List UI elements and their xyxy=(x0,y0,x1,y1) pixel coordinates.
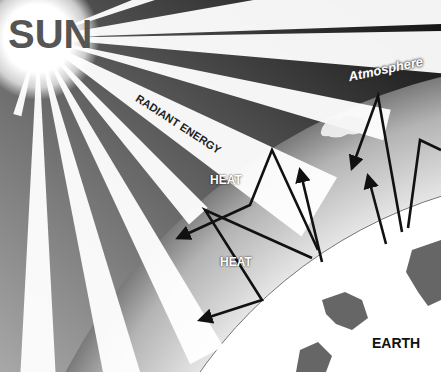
heat-label: HEAT xyxy=(210,174,242,187)
earth-land xyxy=(296,342,332,372)
atmosphere-band: Atmosphere xyxy=(347,54,429,86)
earth-shape: EARTH xyxy=(372,336,424,353)
sun-disc xyxy=(0,0,100,100)
heat-label: HEAT xyxy=(220,256,252,269)
earth-land xyxy=(322,292,368,330)
atmosphere-label: Atmosphere xyxy=(347,54,428,85)
energy-label: RADIANT ENERGY xyxy=(133,92,223,156)
earth-land xyxy=(406,240,441,306)
heat-arrows xyxy=(178,96,441,320)
sun-shape: SUN xyxy=(8,12,96,58)
earth-label: EARTH xyxy=(372,336,424,351)
cloud xyxy=(321,115,366,137)
atmosphere-band xyxy=(0,60,441,372)
sun-label: SUN xyxy=(8,12,96,56)
